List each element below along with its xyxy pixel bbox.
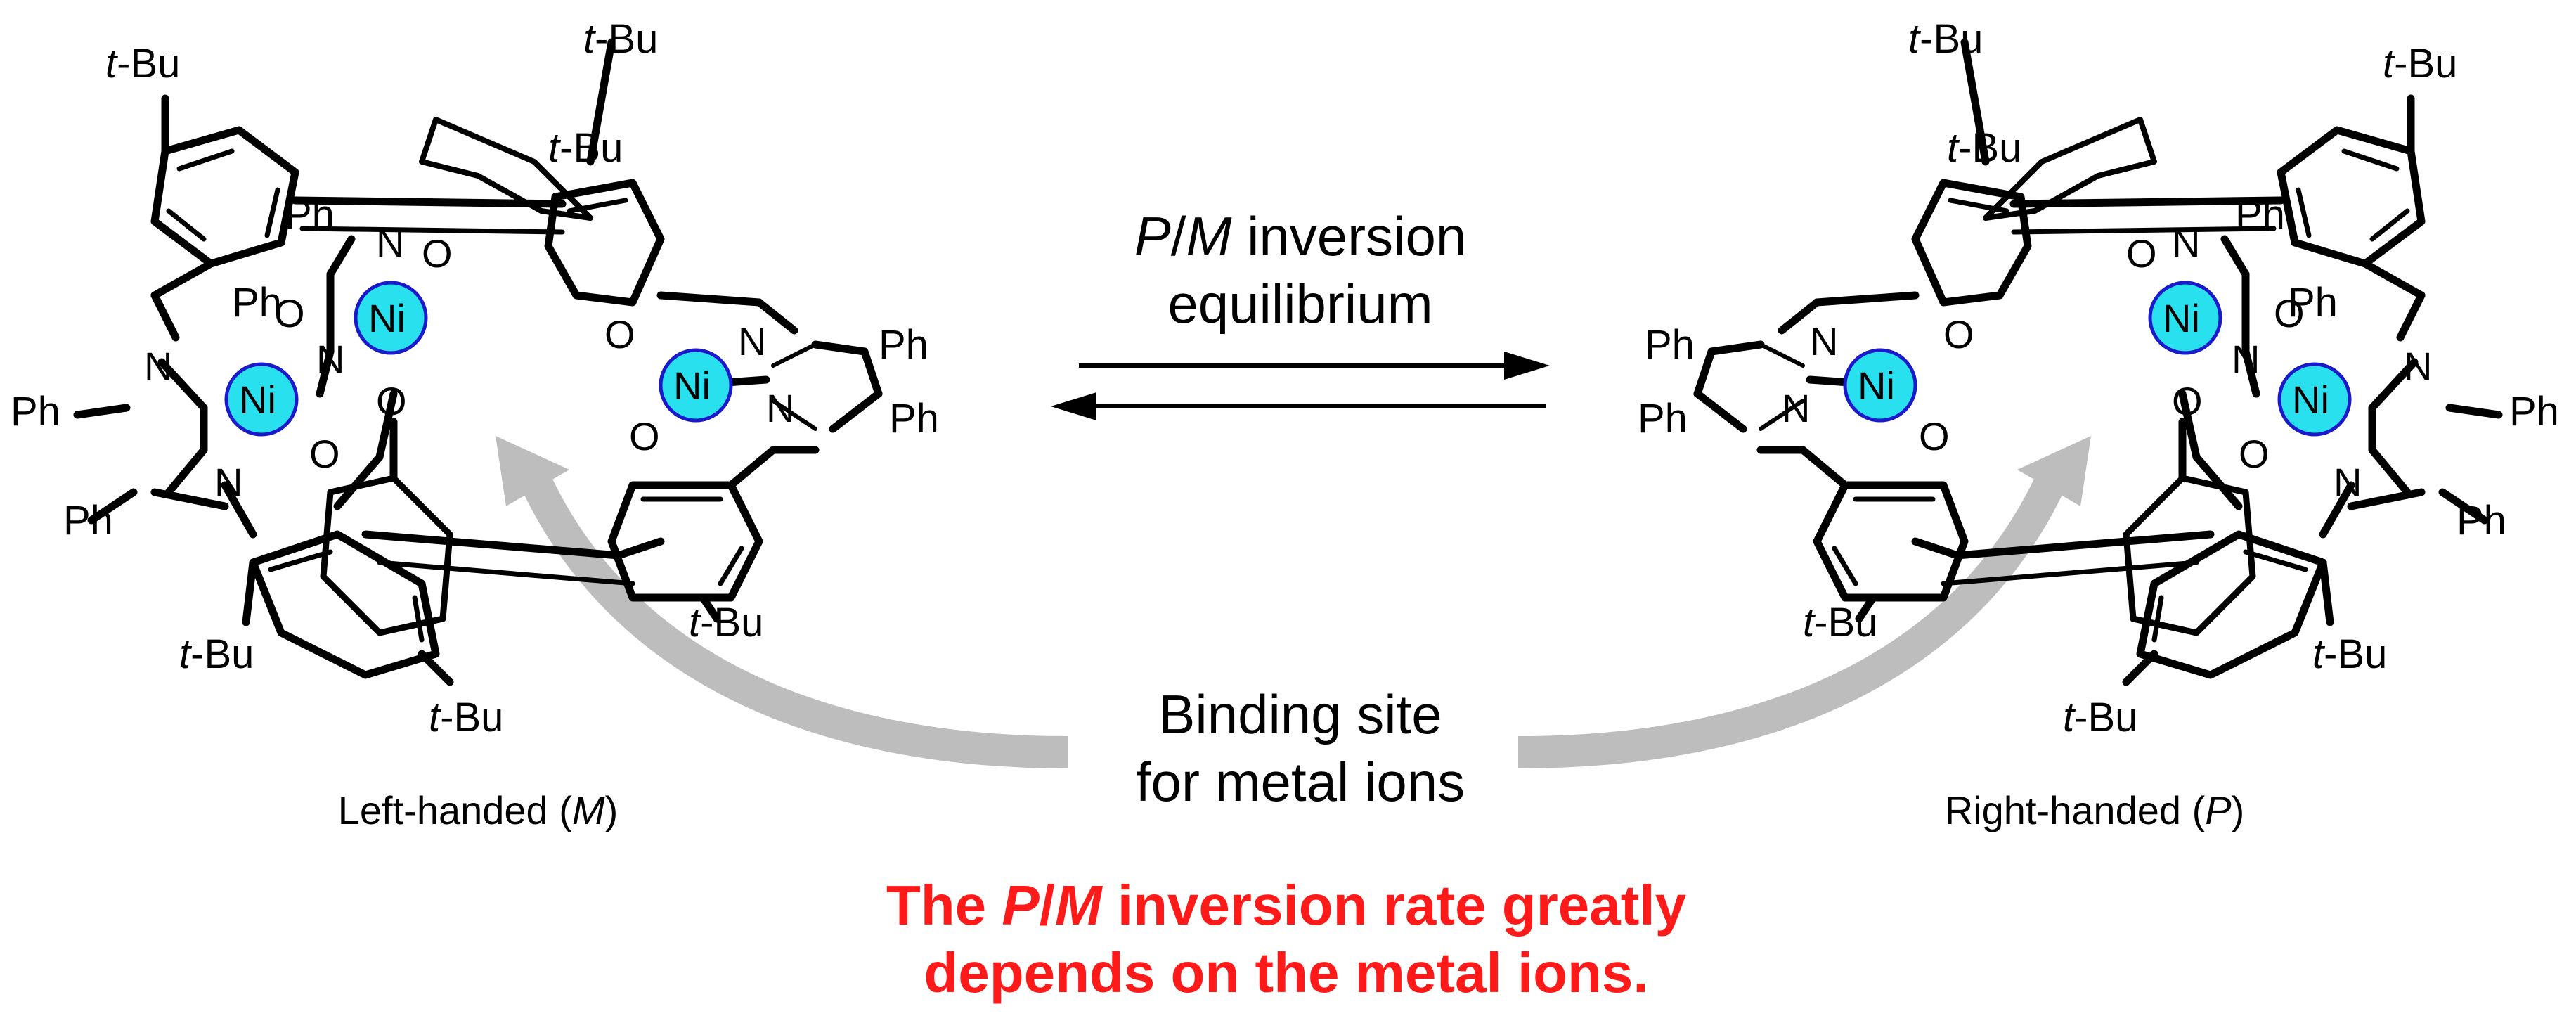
eq-slash: / [1170,205,1186,267]
ph-label: Ph [879,322,928,368]
ph-label: Ph [2509,389,2559,435]
o-label: O [1919,414,1950,458]
right-caption-text: Right-handed ( [1944,788,2206,832]
ph-label: Ph [2288,280,2338,326]
svg-text:Ni: Ni [2163,296,2200,340]
right-ni-atoms: Ni Ni Ni [1843,281,2352,437]
o-label: O [309,432,340,476]
tbu-label: t-Bu [2383,41,2457,86]
ni-atom [224,362,299,437]
n-label: N [214,460,242,504]
binding-line2: for metal ions [1135,751,1465,813]
n-label: N [2334,460,2362,504]
conclusion-italic-m: M [1054,874,1102,937]
conclusion-slash: / [1039,874,1055,937]
o-label: O [274,291,305,335]
n-label: N [316,337,344,381]
ph-label: Ph [11,389,60,435]
ph-label: Ph [2235,192,2285,238]
conclusion-italic-p: P [1002,874,1040,937]
right-molecule [1693,38,2503,686]
o-label: O [2126,231,2157,276]
tbu-label: t-Bu [1803,600,1877,645]
conclusion-text: The P/M inversion rate greatly depends o… [738,872,1834,1007]
ph-label: Ph [2457,498,2506,543]
o-label: O [376,379,407,423]
binding-arrowhead-left [496,436,569,506]
eq-line1-rest: inversion [1231,205,1467,267]
n-label: N [766,386,794,430]
ni-atom [2148,281,2222,355]
ph-label: Ph [63,498,113,543]
tbu-label: t-Bu [689,600,763,645]
ph-label: Ph [1638,396,1688,442]
binding-line1: Binding site [1158,683,1442,745]
tbu-label: t-Bu [1908,16,1983,62]
binding-arrow-left [519,471,1069,768]
ni-atom [1843,348,1917,423]
ph-label: Ph [1645,322,1695,368]
ni-atom [659,348,733,423]
binding-arrowhead-right [2017,436,2091,506]
right-labels: t-Bu t-Bu t-Bu t-Bu t-Bu t-Bu Ph Ph Ph P… [1638,16,2559,740]
conclusion-pre: The [886,874,1002,937]
svg-text:Ni: Ni [239,378,276,422]
ni-atom [354,281,428,355]
eq-italic-m: M [1186,205,1232,267]
left-handed-caption: Left-handed (M) [211,786,745,835]
conclusion-post: inversion rate greatly [1101,874,1687,937]
ph-label: Ph [285,192,335,238]
o-label: O [2239,432,2270,476]
n-label: N [2232,337,2260,381]
ni-atom [2277,362,2352,437]
equilibrium-arrows [1051,352,1550,420]
ph-label: Ph [889,396,939,442]
n-label: N [2404,344,2432,388]
svg-text:Ni: Ni [673,363,711,408]
binding-site-label: Binding site for metal ions [998,681,1603,816]
right-handed-caption: Right-handed (P) [1827,786,2362,835]
n-label: N [376,221,404,265]
n-label: N [2172,221,2200,265]
n-label: N [144,344,172,388]
tbu-label: t-Bu [2063,695,2137,740]
svg-text:Ni: Ni [2292,378,2329,422]
o-label: O [1943,312,1974,356]
left-caption-text: Left-handed ( [337,788,572,832]
tbu-label: t-Bu [105,41,180,86]
tbu-label: t-Bu [429,695,503,740]
equilibrium-label: P/M inversion equilibrium [998,202,1603,337]
tbu-label: t-Bu [548,125,623,171]
right-caption-close: ) [2231,788,2245,832]
tbu-label: t-Bu [1947,125,2021,171]
n-label: N [738,319,766,363]
tbu-label: t-Bu [2312,631,2387,677]
ph-label: Ph [232,280,282,326]
o-label: O [629,414,660,458]
o-label: O [422,231,453,276]
svg-text:Ni: Ni [1858,363,1895,408]
o-label: O [2172,379,2203,423]
left-caption-italic: M [571,788,605,832]
n-label: N [1782,386,1810,430]
o-label: O [604,312,635,356]
left-ni-atoms: Ni Ni Ni [224,281,733,437]
left-labels: t-Bu t-Bu t-Bu t-Bu t-Bu t-Bu Ph Ph Ph P… [11,16,939,740]
right-caption-italic: P [2205,788,2232,832]
tbu-label: t-Bu [179,631,254,677]
n-label: N [1810,319,1838,363]
tbu-label: t-Bu [583,16,658,62]
o-label: O [2274,291,2305,335]
conclusion-line2: depends on the metal ions. [924,941,1649,1004]
eq-line2: equilibrium [1167,273,1433,335]
svg-text:Ni: Ni [368,296,406,340]
left-caption-close: ) [604,788,619,832]
eq-italic-p: P [1134,205,1171,267]
